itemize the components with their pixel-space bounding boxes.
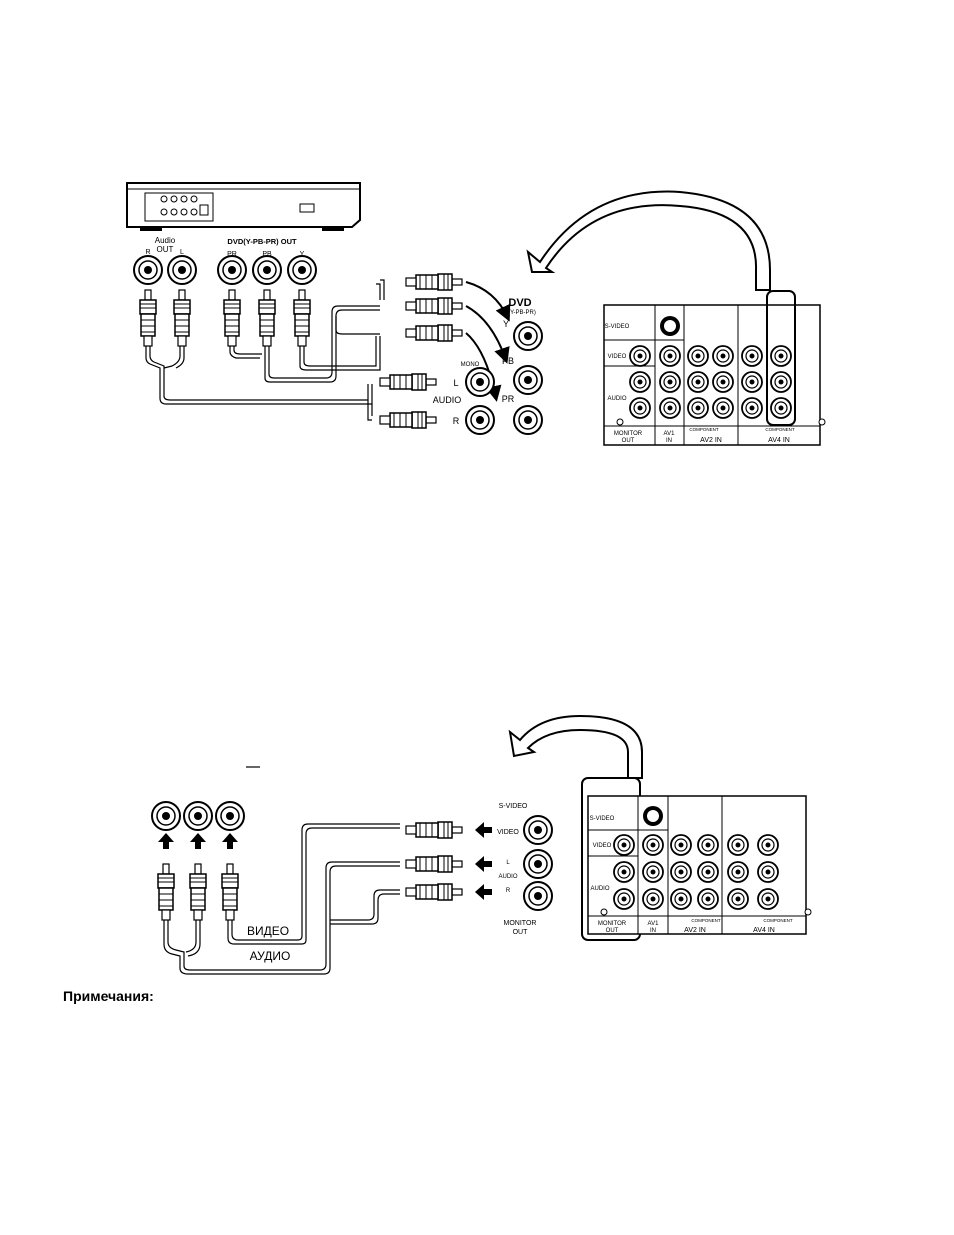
audio-cable-label: АУДИО (250, 949, 291, 963)
dvd-sub-label: (Y-PB-PR) (508, 310, 536, 316)
mon-r-label: R (506, 888, 511, 894)
tv-pr-label: PR (502, 394, 515, 404)
plug-pr (224, 290, 240, 346)
panel1-monitor: MONITOR (614, 431, 643, 437)
tv-panel-1: S-VIDEO VIDEO AUDIO COMPONENT COMPONENT … (604, 291, 825, 445)
monitor-r-jack (524, 882, 552, 910)
tv-audio-l-jack (466, 368, 494, 396)
panel2-video: VIDEO (593, 843, 612, 849)
diagram-monitor-out: ВИДЕО АУДИО S-VIDEO VIDEO L AUDIO R MONI… (152, 716, 642, 974)
component-out-label: DVD(Y-PB-PR) OUT (227, 237, 297, 246)
panel1-component-b: COMPONENT (765, 427, 795, 432)
panel1-av4: AV4 IN (768, 437, 790, 444)
plug-right-pb (406, 298, 462, 314)
tv-l-label: L (453, 378, 458, 388)
big-arrow-1 (528, 192, 770, 290)
mon-monitor-label: MONITOR (504, 920, 537, 927)
tv-y-label: Y (503, 319, 509, 329)
panel2-component-a: COMPONENT (691, 918, 721, 923)
plug2-audio-r (190, 864, 206, 920)
panel2-audio: AUDIO (590, 886, 609, 892)
plug-audio-r (140, 290, 156, 346)
plug2-audio-l (158, 864, 174, 920)
plug-pb (259, 290, 275, 346)
tv-pb-jack (514, 366, 542, 394)
arrow-left-2 (475, 856, 492, 872)
panel1-audio: AUDIO (607, 396, 626, 402)
dvd-pb-jack (253, 256, 281, 284)
tv-pr-jack (514, 406, 542, 434)
monitor-l-jack (524, 850, 552, 878)
plug-right-pr (406, 325, 462, 341)
panel1-in: IN (666, 438, 672, 444)
plug2-right-l (406, 856, 462, 872)
panel1-av2: AV2 IN (700, 437, 722, 444)
audio-l-label: L (180, 249, 184, 256)
audio-r-label: R (145, 249, 150, 256)
audio-out-label-1: Audio (155, 236, 176, 245)
panel2-av2: AV2 IN (684, 927, 706, 934)
dvd-label: DVD (508, 297, 531, 309)
plug-right-audio-l (380, 374, 436, 390)
panel2-av1: AV1 (648, 921, 660, 927)
tv-r-label: R (453, 416, 460, 426)
notes-label: Примечания: (63, 988, 154, 1004)
plug2-video (222, 864, 238, 920)
audio-out-label-2: OUT (157, 245, 174, 254)
big-arrow-2 (510, 716, 642, 778)
plug-right-y (406, 274, 462, 290)
panel1-out: OUT (622, 438, 635, 444)
target-jack-2 (184, 802, 212, 830)
arrow-up-2 (190, 833, 206, 849)
plug2-right-video (406, 822, 462, 838)
dvd-pr-jack (218, 256, 246, 284)
arrow-left-1 (475, 822, 492, 838)
mono-label: MONO (461, 362, 480, 368)
tv-audio-label: AUDIO (433, 395, 462, 405)
dvd-audio-l-jack (168, 256, 196, 284)
mon-audio-label: AUDIO (498, 874, 517, 880)
tv-y-jack (514, 322, 542, 350)
video-cable-label: ВИДЕО (247, 924, 289, 938)
dvd-audio-r-jack (134, 256, 162, 284)
tv-panel-2: S-VIDEO VIDEO AUDIO COMPONENT COMPONENT … (582, 778, 811, 940)
arrow-up-1 (158, 833, 174, 849)
tv-audio-r-jack (466, 406, 494, 434)
plug-right-audio-r (380, 412, 436, 428)
monitor-video-jack (524, 816, 552, 844)
tv-pb-label: PB (502, 356, 514, 366)
dvd-y-jack (288, 256, 316, 284)
panel1-svideo: S-VIDEO (605, 324, 630, 330)
panel2-monitor: MONITOR (598, 921, 627, 927)
target-jack-3 (216, 802, 244, 830)
panel2-component-b: COMPONENT (763, 918, 793, 923)
plug2-right-r (406, 884, 462, 900)
dvd-player (127, 183, 360, 231)
panel2-av4: AV4 IN (753, 927, 775, 934)
panel2-out: OUT (606, 928, 619, 934)
panel1-component-a: COMPONENT (689, 427, 719, 432)
plug-audio-l (174, 290, 190, 346)
panel2-in: IN (650, 928, 656, 934)
mon-video-label: VIDEO (497, 829, 519, 836)
mon-out-label: OUT (513, 929, 529, 936)
mon-svideo-label: S-VIDEO (499, 803, 528, 810)
arrow-left-3 (475, 884, 492, 900)
panel1-av1: AV1 (664, 431, 676, 437)
target-jack-1 (152, 802, 180, 830)
mon-l-label: L (506, 860, 510, 866)
plug-y (294, 290, 310, 346)
panel1-video: VIDEO (608, 354, 627, 360)
panel2-svideo: S-VIDEO (590, 816, 615, 822)
arrow-up-3 (222, 833, 238, 849)
